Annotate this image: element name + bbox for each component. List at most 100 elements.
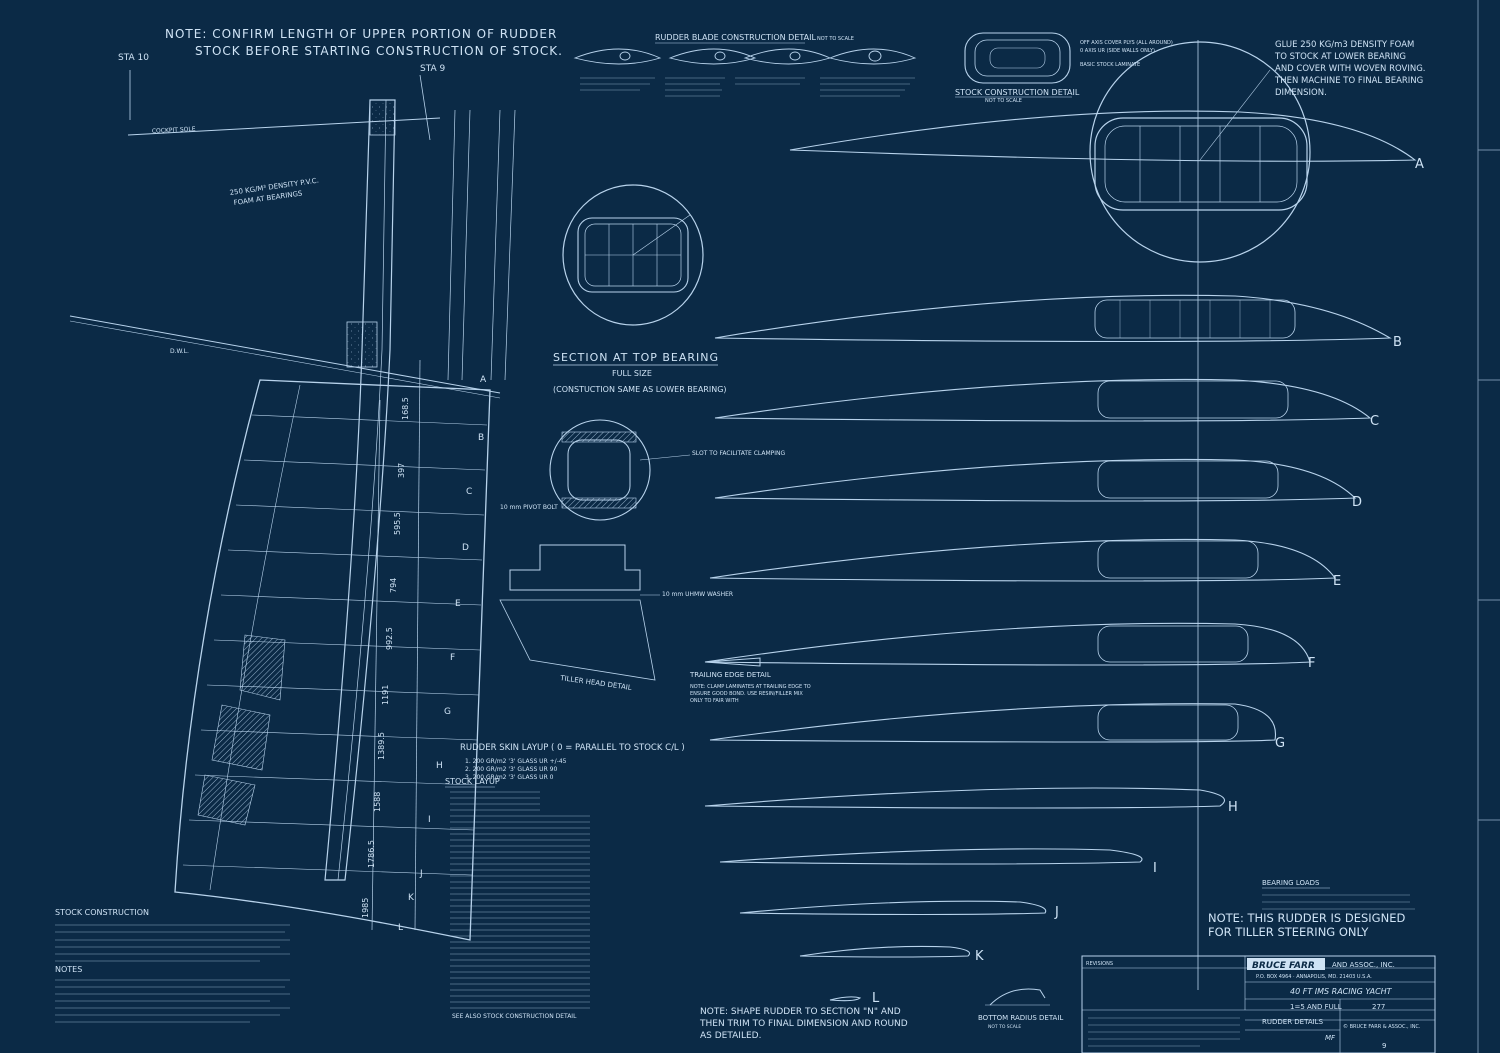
svg-text:10 mm UHMW WASHER: 10 mm UHMW WASHER <box>662 591 733 598</box>
svg-text:H: H <box>436 761 443 771</box>
svg-text:A: A <box>1415 157 1424 172</box>
svg-text:D: D <box>462 543 469 553</box>
svg-text:NOTE: THIS RUDDER IS DESIGNED: NOTE: THIS RUDDER IS DESIGNED <box>1208 911 1405 925</box>
firm-assoc: AND ASSOC., INC. <box>1332 961 1395 969</box>
svg-text:L: L <box>872 991 880 1006</box>
bottom-radius-detail: BOTTOM RADIUS DETAIL NOT TO SCALE <box>978 988 1063 1030</box>
sheet-border <box>1477 0 1500 1053</box>
pivot-bolt-detail: SLOT TO FACILITATE CLAMPING 10 mm PIVOT … <box>500 419 786 521</box>
svg-text:BOTTOM RADIUS DETAIL: BOTTOM RADIUS DETAIL <box>978 1014 1063 1022</box>
dim-6: 1191 <box>381 685 390 705</box>
svg-text:RUDDER SKIN LAYUP ( 0 = PARALL: RUDDER SKIN LAYUP ( 0 = PARALLEL TO STOC… <box>460 743 685 753</box>
svg-text:ONLY TO FAIR WITH: ONLY TO FAIR WITH <box>690 698 739 704</box>
svg-text:B: B <box>1393 335 1402 350</box>
svg-text:STOCK CONSTRUCTION DETAIL: STOCK CONSTRUCTION DETAIL <box>955 88 1080 97</box>
svg-text:SEE ALSO STOCK CONSTRUCTION DE: SEE ALSO STOCK CONSTRUCTION DETAIL <box>452 1013 577 1020</box>
svg-text:J: J <box>419 869 423 879</box>
blade-sections <box>704 110 1417 1002</box>
dim-5: 992.5 <box>385 627 394 650</box>
svg-text:E: E <box>1333 574 1341 589</box>
svg-text:B: B <box>478 433 484 443</box>
svg-text:NOTE: CONFIRM LENGTH OF UPPER: NOTE: CONFIRM LENGTH OF UPPER PORTION OF… <box>165 27 557 41</box>
tiller-steering-note: NOTE: THIS RUDDER IS DESIGNED FOR TILLER… <box>1208 911 1405 939</box>
tiller-head-detail: 10 mm UHMW WASHER TILLER HEAD DETAIL <box>499 544 733 692</box>
svg-text:G: G <box>444 707 451 717</box>
svg-text:DIMENSION.: DIMENSION. <box>1275 88 1327 98</box>
dim-7: 1389.5 <box>377 732 386 760</box>
drawn-by: MF <box>1325 1034 1336 1042</box>
svg-text:SLOT TO FACILITATE CLAMPING: SLOT TO FACILITATE CLAMPING <box>692 450 786 457</box>
dim-3: 595.5 <box>393 512 402 535</box>
svg-text:A: A <box>480 375 487 385</box>
svg-text:FULL SIZE: FULL SIZE <box>612 369 652 378</box>
section-top-bearing: SECTION AT TOP BEARING FULL SIZE (CONSTU… <box>553 184 727 394</box>
svg-text:SECTION AT TOP BEARING: SECTION AT TOP BEARING <box>553 351 719 364</box>
svg-text:K: K <box>408 893 415 903</box>
trailing-edge-detail: TRAILING EDGE DETAIL NOTE: CLAMP LAMINAT… <box>689 657 811 704</box>
sta9-label: STA 9 <box>420 64 446 74</box>
skin-layup: RUDDER SKIN LAYUP ( 0 = PARALLEL TO STOC… <box>460 743 685 781</box>
svg-text:ENSURE GOOD BOND. USE RESIN/FI: ENSURE GOOD BOND. USE RESIN/FILLER MIX <box>690 691 803 697</box>
upper-bearing-foam <box>369 99 396 136</box>
svg-text:TILLER HEAD DETAIL: TILLER HEAD DETAIL <box>559 674 633 692</box>
firm-badge <box>1247 958 1325 970</box>
dim-8: 1588 <box>373 792 382 812</box>
svg-text:K: K <box>975 949 984 964</box>
svg-text:BASIC STOCK LAMINATE: BASIC STOCK LAMINATE <box>1080 62 1140 68</box>
dwl-label: D.W.L. <box>170 348 189 355</box>
dim-2: 397 <box>397 463 406 478</box>
svg-text:G: G <box>1275 736 1285 751</box>
svg-text:GLUE 250 KG/m3 DENSITY FOAM: GLUE 250 KG/m3 DENSITY FOAM <box>1275 40 1414 50</box>
svg-text:3. 200 GR/m2 '3' GLASS UR 0: 3. 200 GR/m2 '3' GLASS UR 0 <box>465 774 554 781</box>
svg-text:NOT TO SCALE: NOT TO SCALE <box>988 1024 1021 1030</box>
firm-address: P.O. BOX 4964 · ANNAPOLIS, MD. 21403 U.S… <box>1256 974 1372 980</box>
dim-9: 1786.5 <box>367 840 376 868</box>
svg-text:I: I <box>1153 861 1157 876</box>
svg-text:THEN MACHINE TO FINAL BEARING: THEN MACHINE TO FINAL BEARING <box>1274 76 1423 86</box>
svg-text:THEN TRIM TO FINAL DIMENSION A: THEN TRIM TO FINAL DIMENSION AND ROUND <box>699 1019 908 1029</box>
svg-text:TO STOCK AT LOWER BEARING: TO STOCK AT LOWER BEARING <box>1274 52 1406 62</box>
svg-text:BEARING LOADS: BEARING LOADS <box>1262 879 1320 887</box>
svg-text:(CONSTUCTION SAME AS LOWER BEA: (CONSTUCTION SAME AS LOWER BEARING) <box>553 385 727 394</box>
svg-text:NOTE: CLAMP LAMINATES AT TRAIL: NOTE: CLAMP LAMINATES AT TRAILING EDGE T… <box>690 684 811 690</box>
svg-text:NOT TO SCALE: NOT TO SCALE <box>985 98 1022 104</box>
bearing-loads: BEARING LOADS <box>1262 879 1415 910</box>
shape-rudder-note: NOTE: SHAPE RUDDER TO SECTION "N" AND TH… <box>699 1007 908 1041</box>
lower-bearing-section <box>1089 41 1311 263</box>
svg-text:NOTES: NOTES <box>55 965 82 974</box>
design-no: 277 <box>1372 1003 1385 1011</box>
scale-value: 1=5 AND FULL <box>1290 1003 1342 1011</box>
svg-text:E: E <box>455 599 461 609</box>
glue-note: GLUE 250 KG/m3 DENSITY FOAM TO STOCK AT … <box>1274 40 1426 98</box>
svg-text:L: L <box>398 923 403 933</box>
svg-text:RUDDER BLADE CONSTRUCTION DETA: RUDDER BLADE CONSTRUCTION DETAIL <box>655 33 816 42</box>
section-letters: A B C D E F G H I J K L <box>872 157 1424 1006</box>
revisions-label: REVISIONS <box>1086 961 1113 967</box>
dim-10: 1985 <box>361 898 370 918</box>
svg-text:STOCK CONSTRUCTION: STOCK CONSTRUCTION <box>55 908 149 917</box>
svg-text:C: C <box>466 487 472 497</box>
svg-text:10 mm PIVOT BOLT: 10 mm PIVOT BOLT <box>500 504 558 511</box>
svg-text:AS DETAILED.: AS DETAILED. <box>700 1031 761 1041</box>
svg-text:I: I <box>428 815 431 825</box>
title-block: REVISIONS BRUCE FARR AND ASSOC., INC. P.… <box>1081 955 1436 1053</box>
svg-text:STOCK BEFORE STARTING CONSTRUC: STOCK BEFORE STARTING CONSTRUCTION OF ST… <box>195 44 563 58</box>
stock-construction-notes: STOCK CONSTRUCTION NOTES <box>55 908 290 1023</box>
svg-text:1. 200 GR/m2 '3' GLASS UR +/-4: 1. 200 GR/m2 '3' GLASS UR +/-45 <box>465 758 567 765</box>
svg-text:D: D <box>1352 495 1362 510</box>
svg-text:0 AXIS UR (SIDE WALLS ONLY): 0 AXIS UR (SIDE WALLS ONLY) <box>1080 48 1155 54</box>
project-name: 40 FT IMS RACING YACHT <box>1290 987 1393 996</box>
svg-text:FOR TILLER STEERING ONLY: FOR TILLER STEERING ONLY <box>1208 925 1369 939</box>
stock-construction-detail: OFF AXIS COVER PLYS (ALL AROUND) 0 AXIS … <box>955 32 1173 104</box>
stock-layup-table: STOCK LAYUP SEE ALSO STOCK CONSTRUCTION … <box>445 777 590 1020</box>
svg-text:NOT TO SCALE: NOT TO SCALE <box>817 36 854 42</box>
svg-text:C: C <box>1370 414 1379 429</box>
svg-text:TRAILING EDGE DETAIL: TRAILING EDGE DETAIL <box>689 671 771 679</box>
svg-text:AND COVER WITH WOVEN ROVING.: AND COVER WITH WOVEN ROVING. <box>1275 64 1426 74</box>
svg-text:F: F <box>1308 656 1315 671</box>
svg-text:STOCK LAYUP: STOCK LAYUP <box>445 777 500 786</box>
drawing-title: RUDDER DETAILS <box>1262 1018 1324 1026</box>
sta10-label: STA 10 <box>118 53 149 63</box>
svg-text:H: H <box>1228 800 1238 815</box>
